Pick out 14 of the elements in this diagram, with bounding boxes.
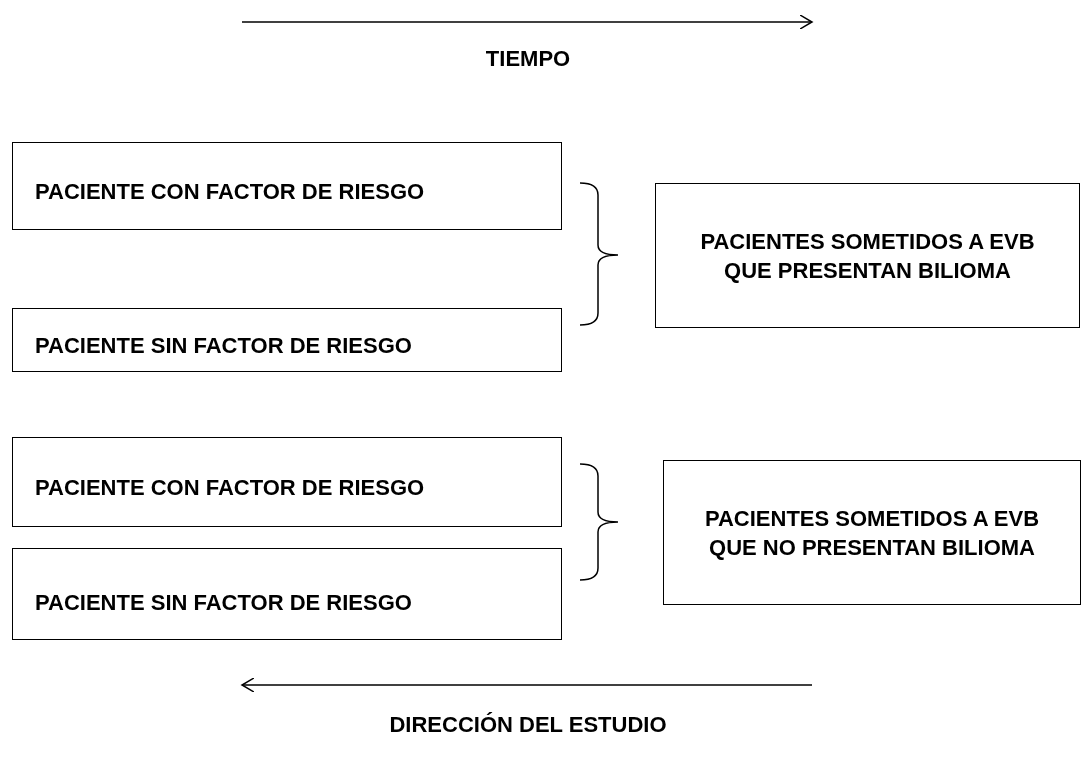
text-box — [12, 142, 562, 230]
axis-label: TIEMPO — [485, 46, 571, 72]
box-text: PACIENTE SIN FACTOR DE RIESGO — [34, 331, 413, 360]
box-text: PACIENTES SOMETIDOS A EVB QUE PRESENTAN BILIOMA — [699, 227, 1036, 285]
text-box — [12, 308, 562, 372]
text-box — [663, 460, 1081, 605]
box-text: PACIENTE SIN FACTOR DE RIESGO — [34, 588, 413, 617]
text-box — [12, 437, 562, 527]
axis-label: DIRECCIÓN DEL ESTUDIO — [389, 712, 667, 738]
text-box — [655, 183, 1080, 328]
box-text: PACIENTE CON FACTOR DE RIESGO — [34, 177, 426, 206]
text-box — [12, 548, 562, 640]
box-text: PACIENTES SOMETIDOS A EVB QUE NO PRESENTAN BILIOMA — [703, 504, 1041, 562]
box-text: PACIENTE CON FACTOR DE RIESGO — [34, 473, 426, 502]
